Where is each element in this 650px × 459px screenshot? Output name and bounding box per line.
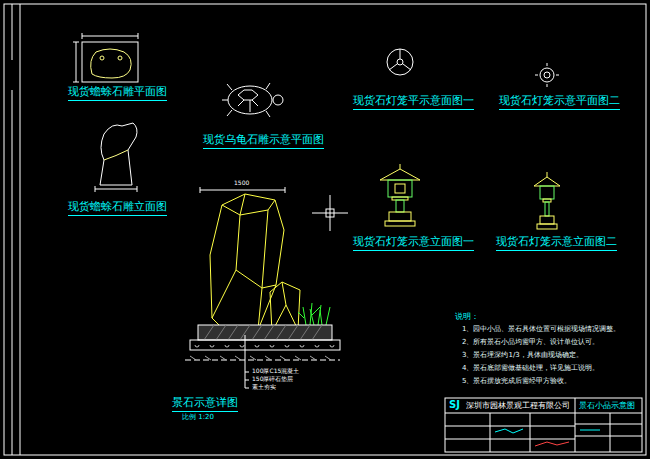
- layer-note: 素土夯实: [252, 384, 276, 391]
- view-title: 现货石灯笼平示意面图一: [353, 95, 474, 110]
- frame: [4, 4, 646, 455]
- note-line: 2、所有景石小品均需甲方、设计单位认可。: [462, 338, 599, 346]
- company-name: 深圳市园林景观工程有限公司: [466, 401, 570, 410]
- note-line: 5、景石摆放完成后需经甲方验收。: [462, 377, 571, 385]
- view-title: 现货石灯笼示意立面图一: [353, 236, 474, 251]
- stone-detail: [185, 187, 340, 388]
- note-line: 1、园中小品、景石具体位置可根据现场情况调整。: [462, 325, 620, 333]
- layer-note: 150厚碎石垫层: [252, 376, 293, 383]
- view-title: 景石示意详图: [172, 397, 238, 412]
- frame-line: [20, 4, 21, 455]
- lantern-plan: [535, 63, 559, 87]
- note-line: 4、景石底部需做基础处理，详见施工说明。: [462, 364, 599, 372]
- notes-heading: 说明：: [455, 312, 479, 321]
- frame-line: [12, 90, 13, 455]
- lantern-elevation: [380, 164, 420, 226]
- title-block: [445, 398, 642, 452]
- turtle-plan: [222, 83, 283, 117]
- view-title: 现货蟾蜍石雕立面图: [68, 201, 167, 216]
- view-title: 现货蟾蜍石雕平面图: [68, 86, 167, 101]
- toad-plan: [73, 33, 138, 82]
- lantern-elevation: [534, 172, 560, 229]
- drawing-name: 景石小品示意图: [579, 401, 635, 410]
- lantern-plan: [387, 49, 413, 75]
- view-title: 现货石灯笼示意立面图二: [496, 236, 617, 251]
- cursor-crosshair: [312, 195, 348, 231]
- view-title: 现货乌龟石雕示意平面图: [203, 134, 324, 149]
- scale-note: 比例 1:20: [182, 413, 214, 421]
- layer-note: 100厚C15混凝土: [252, 368, 299, 375]
- view-title: 现货石灯笼示意平面图二: [499, 95, 620, 110]
- toad-elevation: [95, 123, 137, 192]
- logo: SJ: [449, 399, 460, 411]
- note-line: 3、景石埋深约1/3，具体由现场确定。: [462, 351, 583, 359]
- frame-line: [12, 4, 13, 60]
- dimension: 1500: [234, 180, 249, 187]
